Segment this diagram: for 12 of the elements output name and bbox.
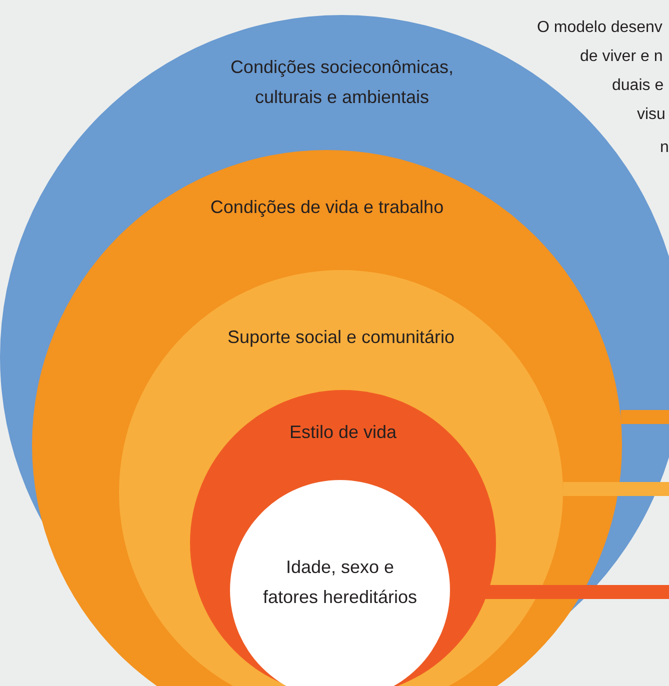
ring-label: Suporte social e comunitário <box>226 326 456 349</box>
connector-bar <box>562 482 669 496</box>
note-text: O modelo desenv <box>537 18 662 38</box>
ring-label: Estilo de vida <box>288 421 398 444</box>
ring-label: Condições socieconômicas, culturais e ambientais <box>229 56 455 109</box>
note-text: duais e <box>612 76 664 96</box>
connector-bar <box>620 410 669 424</box>
note-text: visu <box>637 105 666 125</box>
note-text: n <box>660 138 669 158</box>
note-text: de viver e n <box>580 47 663 67</box>
ring-label: Condições de vida e trabalho <box>209 196 445 219</box>
ring-label: Idade, sexo e fatores hereditários <box>262 556 418 609</box>
